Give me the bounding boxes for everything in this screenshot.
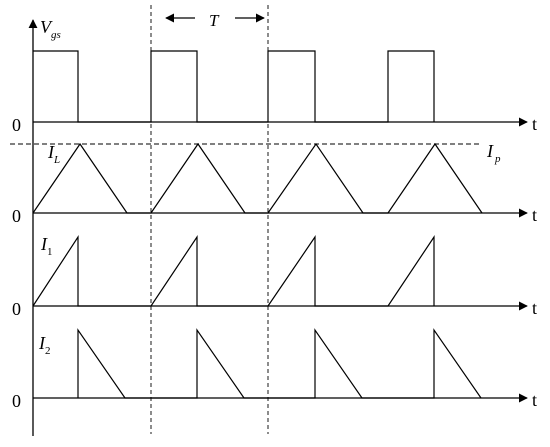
zero-label-i1: 0 bbox=[12, 299, 21, 319]
i2-label: I2 bbox=[38, 333, 51, 357]
time-label-il: t bbox=[532, 205, 537, 225]
vgs-waveform bbox=[33, 50, 435, 123]
time-label-i1: t bbox=[532, 298, 537, 318]
zero-label-vgs: 0 bbox=[12, 115, 21, 135]
time-label-i2: t bbox=[532, 390, 537, 410]
il-label: IL bbox=[47, 142, 60, 166]
time-label-vgs: t bbox=[532, 114, 537, 134]
i1-waveform bbox=[32, 234, 435, 307]
i1-label: I1 bbox=[40, 234, 53, 258]
period-label: T bbox=[209, 11, 220, 30]
il-waveform bbox=[32, 142, 483, 214]
zero-label-il: 0 bbox=[12, 206, 21, 226]
vgs-label: Vgs bbox=[40, 17, 61, 41]
zero-label-i2: 0 bbox=[12, 391, 21, 411]
i2-waveform bbox=[77, 328, 482, 399]
